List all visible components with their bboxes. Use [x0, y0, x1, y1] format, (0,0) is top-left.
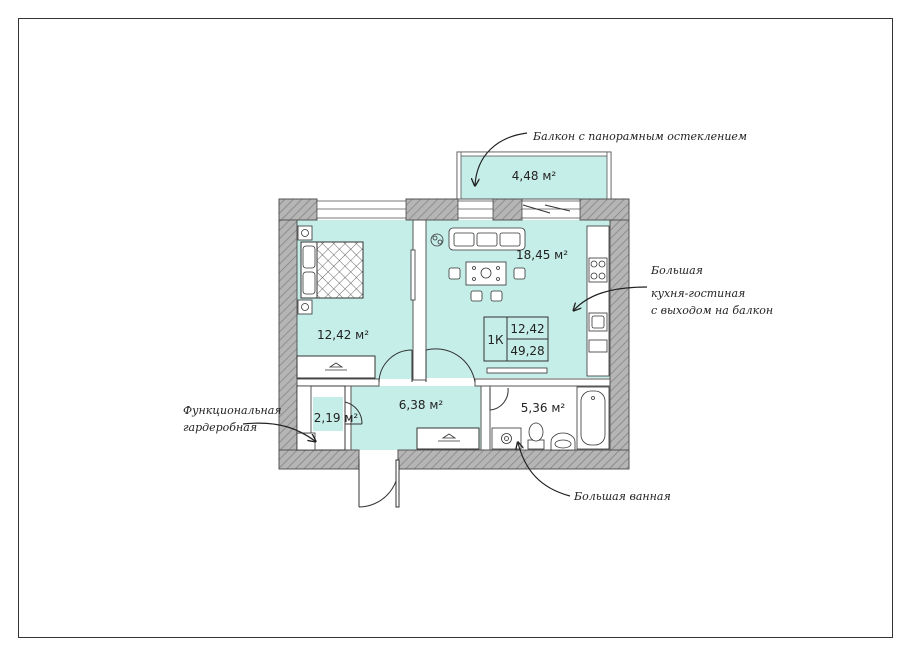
drawing-frame	[18, 18, 893, 638]
washing-machine-icon	[491, 427, 522, 450]
balcony-arrow	[475, 132, 528, 185]
wardrobe-note-line-2: гардеробная	[183, 421, 257, 434]
hall-area: 6,38 м²	[399, 398, 444, 412]
balcony-area: 4,48 м²	[512, 169, 557, 183]
bedroom-area: 12,42 м²	[317, 328, 369, 342]
kitchen-area: 18,45 м²	[516, 248, 568, 262]
balcony-door-icon	[522, 204, 571, 214]
kitchen-door-icon	[425, 348, 476, 383]
tv-stand-icon	[486, 367, 548, 374]
wardrobe-note-line-1: Функциональная	[183, 404, 282, 417]
plant-icon	[430, 233, 444, 247]
kitchen-note-line-3: с выходом на балкон	[651, 304, 773, 317]
walls	[278, 198, 630, 470]
room-labels: 4,48 м² 18,45 м² 12,42 м² 6,38 м² 2,19 м…	[314, 169, 568, 425]
wardrobe-door-icon	[344, 401, 363, 425]
wardrobe-bedroom-icon	[296, 355, 376, 379]
bathroom-arrow	[518, 443, 571, 497]
bedroom-door-icon	[378, 349, 413, 383]
doors	[344, 204, 571, 508]
annotations: Балкон с панорамным остеклением Большая …	[183, 130, 773, 503]
sofa-icon	[448, 227, 526, 251]
kitchen-sink-icon	[588, 312, 608, 332]
dining-table-icon	[448, 261, 526, 302]
bathroom-area: 5,36 м²	[521, 401, 566, 415]
living-area-value: 12,42	[510, 322, 544, 336]
summary-table: 1К 12,42 49,28	[483, 316, 549, 362]
kitchen-note-line-1: Большая	[650, 264, 703, 277]
bathroom-door-icon	[489, 387, 509, 411]
wardrobe-area: 2,19 м²	[314, 411, 359, 425]
stove-icon	[588, 257, 608, 283]
kitchen-counter-icon	[586, 225, 610, 377]
bed-icon	[297, 225, 364, 315]
kitchen-note-line-2: кухня-гостиная	[651, 287, 745, 300]
entrance-door-icon	[358, 459, 400, 508]
tv-icon	[410, 249, 416, 301]
bathtub-icon	[576, 386, 610, 450]
sink-icon	[550, 432, 576, 451]
kitchen-arrow	[574, 286, 648, 310]
apartment-type: 1К	[487, 333, 504, 347]
toilet-icon	[527, 422, 545, 450]
balcony	[456, 151, 612, 200]
windows	[316, 200, 581, 219]
total-area-value: 49,28	[510, 344, 544, 358]
bathroom-note: Большая ванная	[573, 490, 671, 503]
balcony-note: Балкон с панорамным остеклением	[532, 130, 747, 143]
wardrobe-arrow	[242, 422, 315, 441]
hall-wardrobe-icon	[416, 427, 480, 450]
wardrobe-floor	[313, 397, 343, 431]
